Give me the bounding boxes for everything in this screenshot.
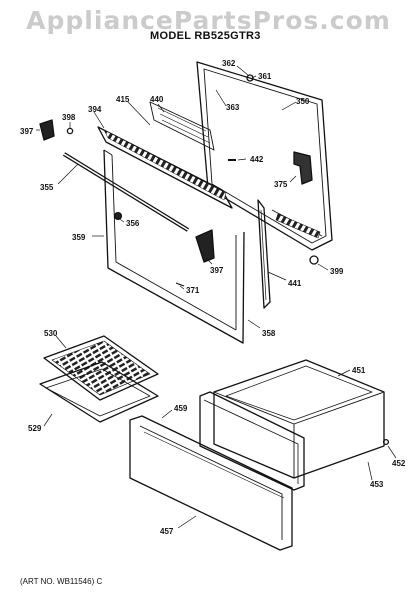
broiler-pan — [39, 361, 159, 423]
part-number-452: 452 — [392, 459, 406, 468]
part-number-359: 359 — [72, 233, 86, 242]
part-number-397: 397 — [20, 127, 34, 136]
part-number-361: 361 — [258, 72, 272, 81]
part-number-358: 358 — [262, 329, 276, 338]
part-number-441: 441 — [288, 279, 302, 288]
part-number-371: 371 — [186, 286, 200, 295]
part-number-355: 355 — [40, 183, 54, 192]
part-number-362: 362 — [222, 59, 236, 68]
part-number-529: 529 — [28, 424, 42, 433]
leader-lines — [36, 65, 397, 529]
part-number-442: 442 — [250, 155, 264, 164]
part-number-363: 363 — [226, 103, 240, 112]
part-number-397-hinge: 397 — [210, 266, 224, 275]
part-number-394: 394 — [88, 105, 102, 114]
part-number-398: 398 — [62, 113, 76, 122]
watermark: AppliancePartsPros.com — [26, 6, 391, 35]
art-number: (ART NO. WB11546) C — [20, 577, 103, 586]
part-number-356: 356 — [126, 219, 140, 228]
door-rod — [62, 152, 190, 232]
part-number-453: 453 — [370, 480, 384, 489]
drawer-body — [213, 359, 385, 479]
screws — [66, 74, 390, 446]
drawer-inner-panel — [199, 391, 305, 491]
part-number-459: 459 — [174, 404, 188, 413]
part-number-399: 399 — [330, 267, 344, 276]
door-bracket — [293, 151, 313, 185]
model-title: MODEL RB525GTR3 — [150, 30, 261, 42]
part-number-375: 375 — [274, 180, 288, 189]
part-number-440: 440 — [150, 95, 164, 104]
inner-door-liner — [103, 149, 245, 344]
vent-trim — [97, 126, 233, 209]
part-number-451: 451 — [352, 366, 366, 375]
hinge-bracket — [195, 229, 215, 263]
side-rail — [257, 199, 271, 309]
part-number-530: 530 — [44, 329, 58, 338]
part-number-350: 350 — [296, 97, 310, 106]
side-bracket — [39, 119, 55, 141]
outer-door-panel — [196, 61, 333, 251]
broiler-pan-insert — [43, 335, 159, 401]
part-number-457: 457 — [160, 527, 174, 536]
drawer-front — [129, 415, 293, 551]
vent-panel — [149, 101, 215, 151]
part-labels: 362 361 415 440 363 350 398 394 397 442 … — [20, 59, 406, 536]
part-number-415: 415 — [116, 95, 130, 104]
